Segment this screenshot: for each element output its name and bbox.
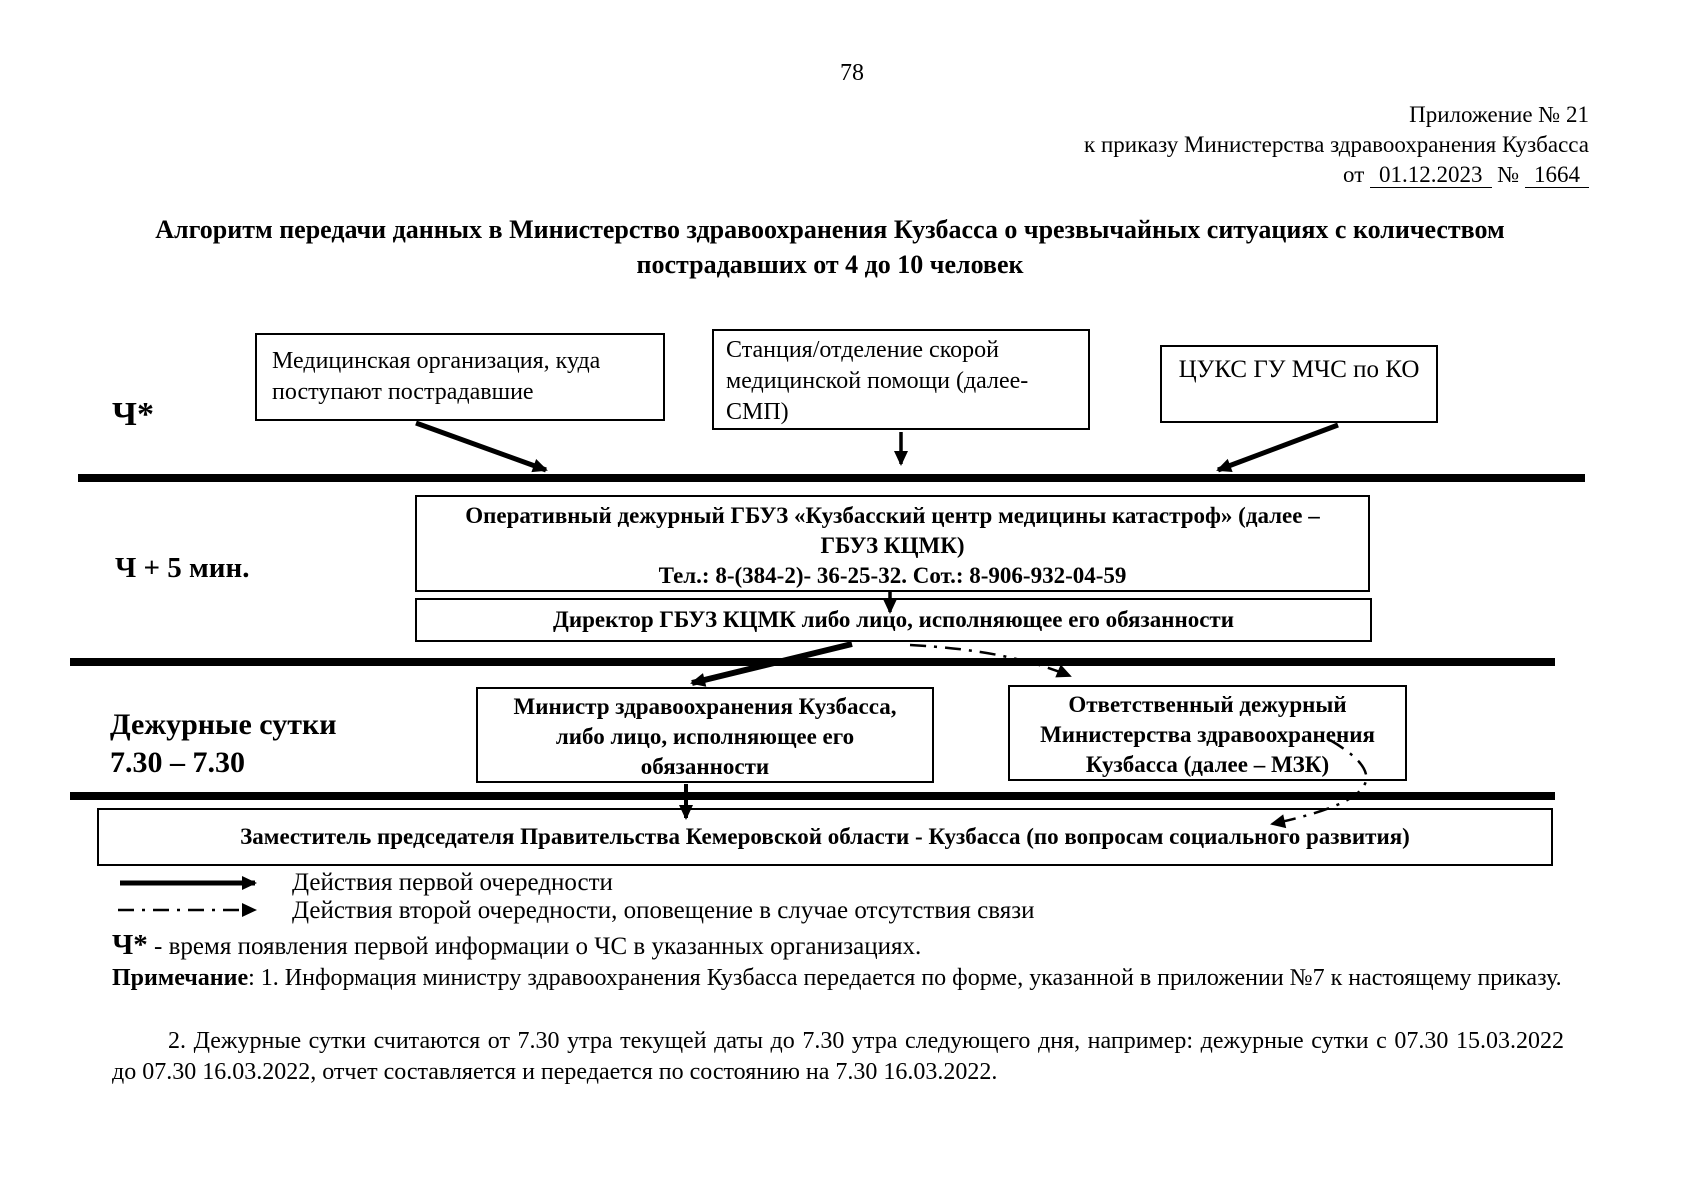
node-text-line: Медицинская организация, куда bbox=[272, 348, 601, 374]
time-label-ch-plus-5-min: Ч + 5 мин. bbox=[115, 552, 250, 584]
appendix-header: Приложение № 21 к приказу Министерства з… bbox=[1084, 100, 1589, 190]
node-text-line: ГБУЗ КЦМК) bbox=[820, 533, 965, 558]
node-text-line: Заместитель председателя Правительства К… bbox=[240, 824, 1410, 849]
node-text-line: Оперативный дежурный ГБУЗ «Кузбасский це… bbox=[465, 503, 1320, 528]
note-paragraph-2: 2. Дежурные сутки считаются от 7.30 утра… bbox=[112, 1028, 1564, 1085]
order-line: к приказу Министерства здравоохранения К… bbox=[1084, 132, 1589, 157]
node-responsible-duty-officer: Ответственный дежурный Министерства здра… bbox=[1008, 685, 1407, 781]
appendix-line: Приложение № 21 bbox=[1409, 102, 1589, 127]
arrow-director-to-minister bbox=[690, 641, 853, 687]
legend-second-priority-label: Действия второй очередности, оповещение … bbox=[292, 897, 1035, 924]
node-ambulance-station: Станция/отделение скорой медицинской пом… bbox=[712, 329, 1090, 430]
node-text-line: поступают пострадавшие bbox=[272, 379, 534, 405]
node-text-line: обязанности bbox=[640, 754, 770, 779]
arrow-cuks-to-kcmk bbox=[1216, 422, 1339, 473]
node-health-minister: Министр здравоохранения Кузбасса, либо л… bbox=[476, 687, 934, 783]
arrow-medorg-to-kcmk bbox=[415, 420, 548, 473]
note-1-text: : 1. Информация министру здравоохранения… bbox=[248, 965, 1562, 991]
order-number: 1664 bbox=[1525, 162, 1589, 188]
duty-day-line2: 7.30 – 7.30 bbox=[110, 746, 245, 779]
ch-definition-text: - время появления первой информации о ЧС… bbox=[147, 933, 922, 960]
node-text-line: ЦУКС ГУ МЧС по КО bbox=[1178, 356, 1420, 383]
node-text-line: Министр здравоохранения Кузбасса, bbox=[513, 694, 897, 719]
order-date: 01.12.2023 bbox=[1370, 162, 1492, 188]
node-text-line: Станция/отделение скорой bbox=[726, 337, 999, 363]
node-deputy-chairman: Заместитель председателя Правительства К… bbox=[97, 808, 1553, 866]
node-text-line: медицинской помощи (далее- bbox=[726, 368, 1029, 394]
node-text-line: Директор ГБУЗ КЦМК либо лицо, исполняюще… bbox=[553, 607, 1234, 632]
node-text-line: либо лицо, исполняющее его bbox=[555, 724, 855, 749]
node-phone-line: Тел.: 8-(384-2)- 36-25-32. Сот.: 8-906-9… bbox=[658, 563, 1127, 588]
node-cuks-mchs: ЦУКС ГУ МЧС по КО bbox=[1160, 345, 1438, 423]
node-text-line: СМП) bbox=[726, 399, 789, 425]
legend-first-priority-label: Действия первой очередности bbox=[292, 869, 613, 896]
node-text-line: Министерства здравоохранения bbox=[1040, 722, 1375, 747]
time-label-ch: Ч* bbox=[112, 396, 154, 433]
time-label-duty-day: Дежурные сутки 7.30 – 7.30 bbox=[110, 706, 337, 782]
node-text-line: Ответственный дежурный bbox=[1068, 692, 1347, 717]
from-label: от bbox=[1343, 162, 1365, 187]
node-medical-organization: Медицинская организация, куда поступают … bbox=[255, 333, 665, 421]
node-operational-duty-kcmk: Оперативный дежурный ГБУЗ «Кузбасский це… bbox=[415, 495, 1370, 592]
document-title: Алгоритм передачи данных в Министерство … bbox=[155, 215, 1505, 279]
date-number-line: от 01.12.2023 № 1664 bbox=[1084, 160, 1589, 190]
node-text-line: Кузбасса (далее – МЗК) bbox=[1085, 752, 1330, 777]
arrow-director-to-responsible-dashdot bbox=[909, 643, 1072, 678]
duty-day-line1: Дежурные сутки bbox=[110, 708, 337, 741]
number-sign: № bbox=[1497, 162, 1520, 187]
page-number: 78 bbox=[840, 60, 864, 86]
ch-definition: Ч* - время появления первой информации о… bbox=[112, 929, 921, 962]
node-director-kcmk: Директор ГБУЗ КЦМК либо лицо, исполняюще… bbox=[415, 598, 1372, 642]
note-label: Примечание bbox=[112, 965, 249, 991]
ch-term: Ч* bbox=[112, 929, 148, 961]
note-paragraph-1: Примечание: 1. Информация министру здрав… bbox=[112, 963, 1564, 994]
